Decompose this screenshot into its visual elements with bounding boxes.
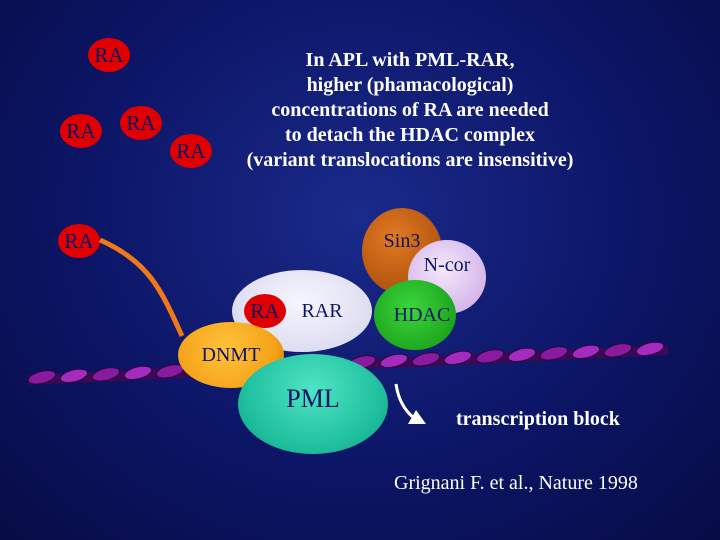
block-arrow-head — [408, 410, 426, 424]
heading-line-2: higher (phamacological) — [306, 74, 514, 96]
ra-molecule-2: RA — [60, 114, 102, 148]
nucleosome — [603, 343, 633, 358]
ra-molecule-4: RA — [170, 134, 212, 168]
nucleosome — [27, 370, 57, 385]
nucleosome — [123, 365, 153, 381]
ra-molecule-5: RA — [58, 224, 100, 258]
rar-label: RAR — [301, 299, 343, 322]
pml-protein: PML — [238, 354, 388, 454]
ncor-label: N-cor — [423, 254, 471, 276]
slide-heading: In APL with PML-RAR, higher (phamacologi… — [200, 48, 620, 173]
nucleosome — [571, 344, 601, 360]
nucleosome — [507, 347, 537, 363]
dnmt-label: DNMT — [201, 343, 261, 366]
nucleosome — [59, 368, 89, 384]
nucleosome — [379, 353, 409, 369]
nucleosome — [443, 350, 473, 366]
transcription-block-label: transcription block — [456, 408, 620, 430]
heading-line-5: (variant translocations are insensitive) — [246, 149, 574, 171]
nucleosome — [635, 341, 665, 357]
nucleosome — [539, 346, 569, 361]
heading-line-1: In APL with PML-RAR, — [305, 49, 515, 71]
heading-line-4: to detach the HDAC complex — [285, 124, 535, 146]
nucleosome — [475, 349, 505, 364]
pml-label: PML — [286, 384, 340, 413]
hdac-protein: HDAC — [374, 280, 456, 350]
nucleosome — [411, 352, 441, 367]
block-arrow — [394, 383, 415, 420]
nucleosome — [91, 367, 121, 382]
heading-line-3: concentrations of RA are needed — [271, 99, 549, 121]
ra-molecule-3: RA — [120, 106, 162, 140]
ra-bound-rar: RA — [244, 294, 286, 328]
ra-molecule-1: RA — [88, 38, 130, 72]
sin3-label: Sin3 — [383, 230, 421, 252]
tether-line — [98, 237, 185, 338]
citation: Grignani F. et al., Nature 1998 — [394, 472, 638, 494]
hdac-label: HDAC — [393, 303, 451, 326]
